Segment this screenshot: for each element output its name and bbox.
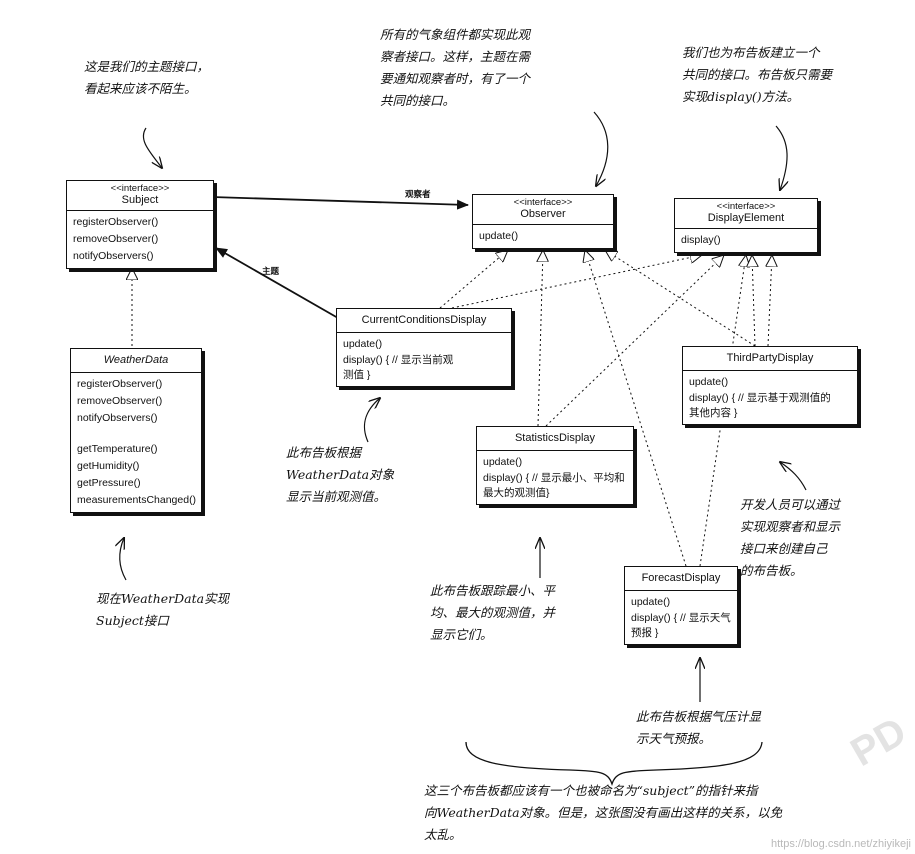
observer-interface: <<interface>> Observer update() xyxy=(472,194,614,249)
forecast-update: update() xyxy=(631,596,671,608)
display-element-stereotype: <<interface>> xyxy=(716,201,776,212)
weather-data-method: measurementsChanged() xyxy=(77,494,197,506)
note-subject: 这是我们的主题接口， 看起来应该不陌生。 xyxy=(84,59,210,96)
current-conditions-update: update() xyxy=(343,338,383,350)
forecast-name: ForecastDisplay xyxy=(641,572,721,584)
realization-current-observer xyxy=(439,250,508,309)
watermark-url: https://blog.csdn.net/zhiyikeji xyxy=(770,838,911,850)
weather-data-method: getTemperature() xyxy=(77,443,158,455)
pointer-current-note xyxy=(363,398,380,443)
current-conditions-display: display() { // 显示当前观测值 } xyxy=(343,354,454,381)
subject-method: registerObserver() xyxy=(73,216,159,228)
subject-method: removeObserver() xyxy=(73,233,159,245)
weather-data-method: registerObserver() xyxy=(77,378,163,390)
realization-forecast-observer xyxy=(585,250,687,567)
weather-data-class: WeatherData registerObserver() removeObs… xyxy=(70,348,202,513)
association-label-subject: 主题 xyxy=(262,266,280,276)
weather-data-method: removeObserver() xyxy=(77,395,163,407)
weather-data-method: notifyObservers() xyxy=(77,412,158,424)
forecast-display-class: ForecastDisplay update() display() { // … xyxy=(624,566,738,645)
statistics-name: StatisticsDisplay xyxy=(514,432,596,444)
note-weather-data: 现在WeatherData实现 Subject接口 xyxy=(96,591,230,628)
subject-method: notifyObservers() xyxy=(73,250,154,262)
realization-thirdparty-observer xyxy=(605,250,756,347)
realization-thirdparty-display-b xyxy=(768,255,772,347)
note-observer: 所有的气象组件都实现此观 察者接口。这样，主题在需 要通知观察者时，有了一个 共… xyxy=(380,27,531,108)
association-observers xyxy=(211,196,469,210)
display-element-interface: <<interface>> DisplayElement display() xyxy=(674,198,818,253)
note-statistics: 此布告板跟踪最小、平 均、最大的观测值，并 显示它们。 xyxy=(430,583,556,642)
curly-brace xyxy=(465,741,763,787)
subject-interface: <<interface>> Subject registerObserver()… xyxy=(66,180,214,269)
realization-forecast-display xyxy=(699,255,746,567)
subject-stereotype: <<interface>> xyxy=(110,183,170,194)
pointer-weatherdata-note xyxy=(120,538,127,581)
forecast-display: display() { // 显示天气预报 } xyxy=(631,612,731,639)
current-conditions-name: CurrentConditionsDisplay xyxy=(361,314,487,326)
observer-stereotype: <<interface>> xyxy=(513,197,573,208)
realization-current-display xyxy=(451,255,702,309)
third-party-display-class: ThirdPartyDisplay update() display() { /… xyxy=(682,346,858,425)
observer-method: update() xyxy=(479,230,519,242)
pointer-observer-note xyxy=(593,111,609,186)
note-forecast: 此布告板根据气压计显 示天气预报。 xyxy=(636,709,762,746)
third-party-name: ThirdPartyDisplay xyxy=(726,352,814,364)
note-current-conditions: 此布告板根据 WeatherData对象 显示当前观测值。 xyxy=(286,445,395,504)
display-element-name: DisplayElement xyxy=(707,212,785,224)
association-label-observers: 观察者 xyxy=(405,189,431,199)
third-party-display: display() { // 显示基于观测值的其他内容 } xyxy=(689,392,831,419)
pointer-subject-note xyxy=(142,127,162,168)
weather-data-method: getPressure() xyxy=(77,477,141,489)
weather-data-name: WeatherData xyxy=(103,354,169,366)
observer-name: Observer xyxy=(520,208,566,220)
statistics-display: display() { // 显示最小、平均和最大的观测值} xyxy=(483,472,625,499)
display-element-method: display() xyxy=(681,234,721,246)
note-display-element: 我们也为布告板建立一个 共同的接口。布告板只需要 实现display()方法。 xyxy=(682,45,833,104)
pointer-display-note xyxy=(775,125,787,190)
realization-statistics-display xyxy=(545,255,724,427)
current-conditions-display-class: CurrentConditionsDisplay update() displa… xyxy=(336,308,512,387)
pointer-thirdparty-note xyxy=(780,462,807,491)
statistics-update: update() xyxy=(483,456,523,468)
statistics-display-class: StatisticsDisplay update() display() { /… xyxy=(476,426,634,505)
note-third-party: 开发人员可以通过 实现观察者和显示 接口来创建自己 的布告板。 xyxy=(740,497,841,578)
realization-statistics-observer xyxy=(538,250,543,427)
subject-name: Subject xyxy=(121,194,159,206)
third-party-update: update() xyxy=(689,376,729,388)
note-bottom: 这三个布告板都应该有一个也被命名为“subject”的指针来指 向Weather… xyxy=(424,783,783,842)
realization-thirdparty-display-a xyxy=(752,255,755,347)
association-subject xyxy=(215,247,339,319)
weather-data-method: getHumidity() xyxy=(77,460,140,472)
